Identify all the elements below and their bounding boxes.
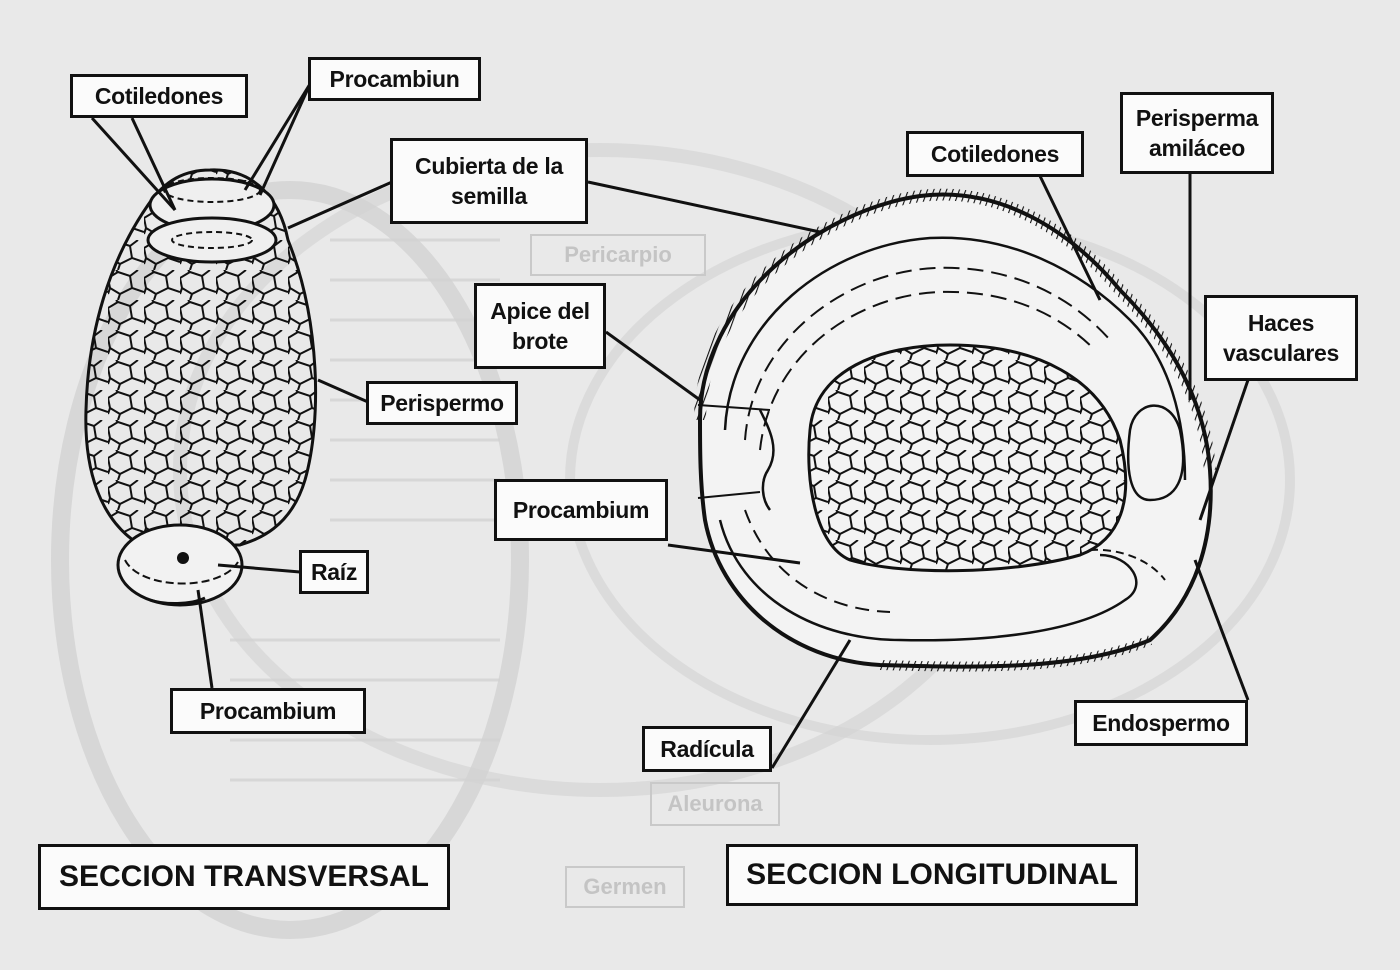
- title-seccion-transversal: SECCION TRANSVERSAL: [38, 844, 450, 910]
- label-perispermo: Perispermo: [366, 381, 518, 425]
- label-apice-line2: brote: [512, 326, 568, 356]
- label-cotiledones-right: Cotiledones: [906, 131, 1084, 177]
- label-cubierta-line1: Cubierta de la: [415, 151, 563, 181]
- longitudinal-seed: [698, 195, 1211, 667]
- label-cubierta-semilla: Cubierta de la semilla: [390, 138, 588, 224]
- label-radicula: Radícula: [642, 726, 772, 772]
- label-apice-brote: Apice del brote: [474, 283, 606, 369]
- title-seccion-longitudinal: SECCION LONGITUDINAL: [726, 844, 1138, 906]
- label-haces-line1: Haces: [1248, 308, 1314, 338]
- label-perisperma-line1: Perisperma: [1136, 103, 1258, 133]
- label-perisperma-amilaceo: Perisperma amiláceo: [1120, 92, 1274, 174]
- label-procambiun: Procambiun: [308, 57, 481, 101]
- label-cubierta-line2: semilla: [451, 181, 527, 211]
- label-endospermo: Endospermo: [1074, 700, 1248, 746]
- label-cotiledones-left: Cotiledones: [70, 74, 248, 118]
- transverse-seed: [86, 170, 316, 605]
- label-haces-vasculares: Haces vasculares: [1204, 295, 1358, 381]
- label-apice-line1: Apice del: [490, 296, 590, 326]
- label-raiz: Raíz: [299, 550, 369, 594]
- label-perisperma-line2: amiláceo: [1149, 133, 1245, 163]
- label-haces-line2: vasculares: [1223, 338, 1339, 368]
- label-procambium-middle: Procambium: [494, 479, 668, 541]
- label-procambium-bottom-left: Procambium: [170, 688, 366, 734]
